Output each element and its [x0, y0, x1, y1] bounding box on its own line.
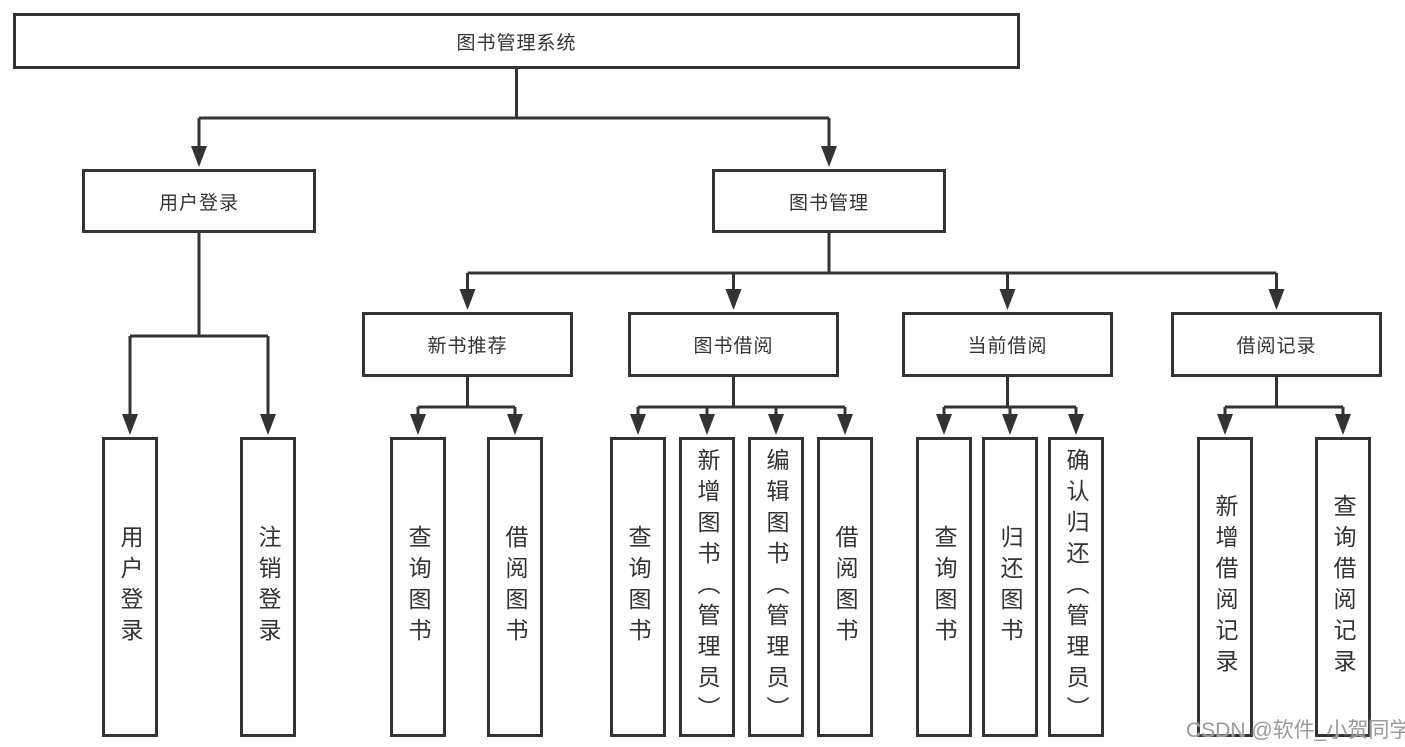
- leaf-query-books-recommend: 查询图书: [390, 437, 446, 737]
- node-borrow-records: 借阅记录: [1171, 312, 1382, 377]
- csdn-watermark: CSDN @软件_小贺同学: [1186, 719, 1405, 742]
- node-book-management: 图书管理: [712, 169, 946, 233]
- node-current-borrow: 当前借阅: [902, 312, 1113, 377]
- leaf-query-books-current: 查询图书: [916, 437, 972, 737]
- leaf-confirm-return-admin: 确认归还（管理员）: [1048, 437, 1104, 737]
- leaf-borrow-books-recommend: 借阅图书: [487, 437, 543, 737]
- leaf-add-borrow-record: 新增借阅记录: [1197, 437, 1253, 737]
- leaf-edit-books-admin: 编辑图书（管理员）: [748, 437, 804, 737]
- leaf-return-books: 归还图书: [982, 437, 1038, 737]
- node-library-management-system: 图书管理系统: [13, 13, 1020, 69]
- leaf-logout: 注销登录: [240, 437, 296, 737]
- leaf-query-books-borrow: 查询图书: [610, 437, 666, 737]
- node-new-book-recommend: 新书推荐: [362, 312, 573, 377]
- node-book-borrow: 图书借阅: [628, 312, 839, 377]
- leaf-add-books-admin: 新增图书（管理员）: [679, 437, 735, 737]
- leaf-query-borrow-record: 查询借阅记录: [1315, 437, 1371, 737]
- leaf-borrow-books: 借阅图书: [817, 437, 873, 737]
- node-user-login: 用户登录: [82, 169, 316, 233]
- leaf-user-login: 用户登录: [102, 437, 158, 737]
